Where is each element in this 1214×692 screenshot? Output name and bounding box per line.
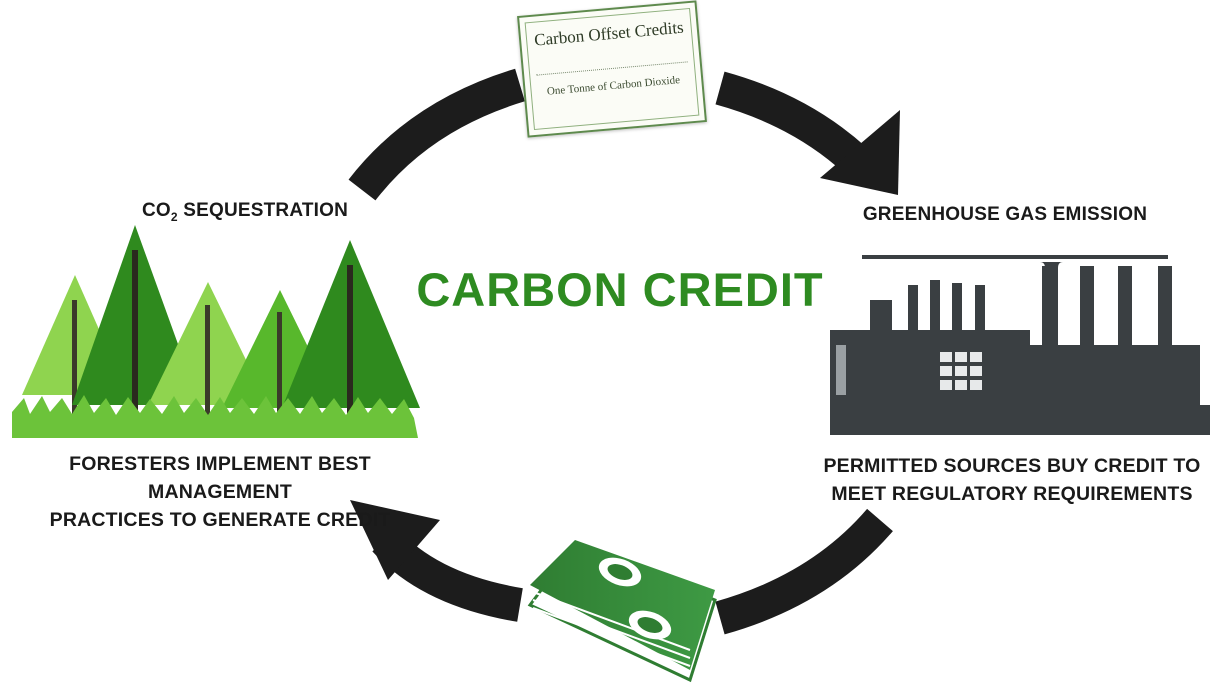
arrow-arc-bottom-right	[715, 508, 893, 635]
pine-trees-icon	[12, 225, 420, 438]
certificate-icon: Carbon Offset Credits One Tonne of Carbo…	[517, 0, 707, 138]
permitted-caption-line1: PERMITTED SOURCES BUY CREDIT TO	[823, 455, 1201, 477]
co2-sequestration-label: CO2 SEQUESTRATION	[141, 200, 349, 224]
permitted-sources-caption: PERMITTED SOURCES BUY CREDIT TO MEET REG…	[812, 452, 1212, 508]
arrow-head-emission	[820, 110, 900, 195]
factory-windows	[836, 345, 982, 395]
arrow-arc-top-left	[348, 68, 525, 201]
greenhouse-gas-emission-label: GREENHOUSE GAS EMISSION	[862, 204, 1148, 225]
diagram-title: CARBON CREDIT	[416, 263, 824, 316]
arrow-head-sequestration	[350, 500, 440, 580]
cycle-arrow-icon	[348, 68, 893, 635]
factory-icon	[830, 255, 1210, 435]
forester-caption: FORESTERS IMPLEMENT BEST MANAGEMENT PRAC…	[0, 450, 440, 534]
forester-caption-line1: FORESTERS IMPLEMENT BEST MANAGEMENT	[69, 453, 371, 503]
forester-caption-line2: PRACTICES TO GENERATE CREDIT	[49, 509, 391, 531]
money-stack-icon	[527, 540, 717, 683]
permitted-caption-line2: MEET REGULATORY REQUIREMENTS	[831, 483, 1193, 505]
arrow-arc-top-right	[715, 71, 867, 173]
